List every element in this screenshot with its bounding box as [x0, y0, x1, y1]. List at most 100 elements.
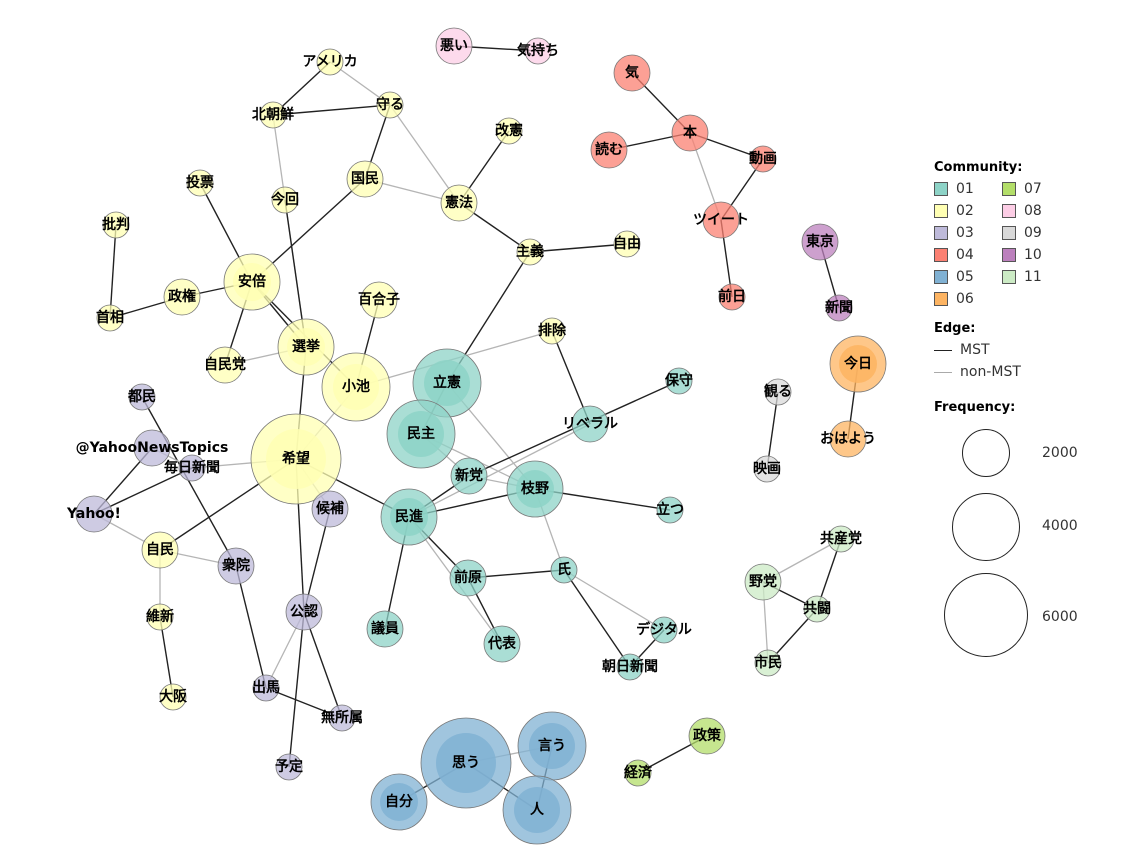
community-swatch: [1002, 182, 1016, 196]
edge-維新-大阪: [159, 616, 174, 698]
mst-line-swatch: [934, 349, 952, 351]
node-circle: [252, 674, 280, 702]
node-circle: [753, 455, 781, 483]
node-circle: [163, 278, 201, 316]
node-前日: 前日: [718, 283, 746, 311]
node-自由: 自由: [613, 230, 641, 258]
node-label: 批判: [102, 216, 130, 233]
node-気: 気: [613, 54, 651, 92]
node-label: 希望: [282, 450, 310, 467]
node-label: 大阪: [159, 688, 188, 705]
community-swatch: [934, 182, 948, 196]
node-主義: 主義: [516, 238, 544, 266]
edge-批判-首相: [109, 224, 117, 319]
node-label: 今日: [843, 355, 872, 372]
node-circle: [316, 48, 344, 76]
node-circle: [146, 603, 174, 631]
community-label: 11: [1024, 269, 1042, 285]
node-circle: [178, 454, 206, 482]
node-circle: [450, 457, 488, 495]
node-label: 本: [683, 124, 698, 141]
node-守る: 守る: [376, 91, 404, 119]
node-政権: 政権: [163, 278, 201, 316]
edge-氏-朝日新聞: [563, 569, 631, 668]
community-swatch: [934, 204, 948, 218]
node-label: 衆院: [222, 557, 250, 574]
node-枝野: 枝野: [506, 460, 564, 518]
node-circle: [590, 131, 628, 169]
node-新党: 新党: [450, 457, 488, 495]
node-朝日新聞: 朝日新聞: [602, 653, 658, 681]
node-小池: 小池: [321, 352, 391, 422]
node-民主: 民主: [386, 399, 456, 469]
node-希望: 希望: [250, 413, 342, 505]
node-代表: 代表: [483, 625, 521, 663]
node-label: 民進: [395, 509, 423, 525]
node-動画: 動画: [749, 145, 777, 173]
node-予定: 予定: [275, 753, 303, 781]
node-出馬: 出馬: [252, 674, 280, 702]
freq-label-2000: 2000: [1042, 445, 1078, 461]
node-label: 都民: [127, 389, 156, 405]
edge-北朝鮮-守る: [272, 104, 391, 116]
node-circle: [217, 547, 255, 585]
node-経済: 経済: [624, 759, 653, 787]
community-label: 09: [1024, 225, 1042, 241]
node-大阪: 大阪: [159, 683, 188, 711]
node-気持ち: 気持ち: [517, 37, 559, 65]
node-inner-circle: [380, 783, 418, 821]
edge-衆院-出馬: [235, 565, 267, 689]
node-本: 本: [671, 114, 709, 152]
node-候補: 候補: [311, 490, 349, 528]
edge-公認-無所属: [303, 611, 343, 719]
freq-label-6000: 6000: [1042, 609, 1078, 625]
node-circle: [435, 27, 473, 65]
freq-circle-4000: [952, 493, 1020, 561]
node-都民: 都民: [127, 383, 156, 411]
community-swatch: [1002, 226, 1016, 240]
node-前原: 前原: [449, 559, 487, 597]
node-label: 前日: [718, 288, 746, 305]
node-circle: [829, 420, 867, 458]
node-inner-circle: [333, 364, 379, 410]
node-共産党: 共産党: [820, 525, 862, 553]
node-label: 今回: [270, 191, 299, 208]
node-label: 読む: [595, 141, 623, 158]
community-label: 02: [956, 203, 974, 219]
node-circle: [656, 496, 684, 524]
node-label: 気持ち: [517, 42, 559, 59]
node-circle: [133, 429, 171, 467]
node-inner-circle: [514, 787, 560, 833]
node-inner-circle: [839, 345, 877, 383]
node-circle: [275, 753, 303, 781]
node-circle: [206, 346, 244, 384]
node-共闘: 共闘: [803, 595, 831, 623]
node-circle: [613, 230, 641, 258]
node-inner-circle: [529, 723, 575, 769]
node-label: 公認: [290, 603, 318, 620]
node-circle: [665, 367, 693, 395]
node-民進: 民進: [380, 488, 438, 546]
node-label: 選挙: [292, 338, 321, 355]
node-label: 経済: [624, 764, 653, 781]
node-circle: [495, 117, 523, 145]
node-label: 北朝鮮: [252, 106, 294, 123]
community-label: 01: [956, 181, 974, 197]
node-label: おはよう: [820, 431, 876, 447]
node-circle: [516, 238, 544, 266]
node-首相: 首相: [96, 304, 124, 332]
node-label: 憲法: [444, 194, 473, 211]
node-circle: [671, 114, 709, 152]
node-circle: [376, 91, 404, 119]
node-label: 気: [625, 64, 639, 81]
node-circle: [803, 595, 831, 623]
community-legend-item-07: 07: [1002, 181, 1070, 197]
legend-community-title: Community:: [934, 160, 1023, 175]
node-circle: [75, 495, 113, 533]
node-label: 枝野: [520, 480, 549, 497]
node-新聞: 新聞: [825, 294, 853, 322]
node-label: アメリカ: [302, 54, 357, 70]
node-ツイート: ツイート: [693, 201, 749, 239]
node-label: 自民党: [204, 356, 246, 373]
